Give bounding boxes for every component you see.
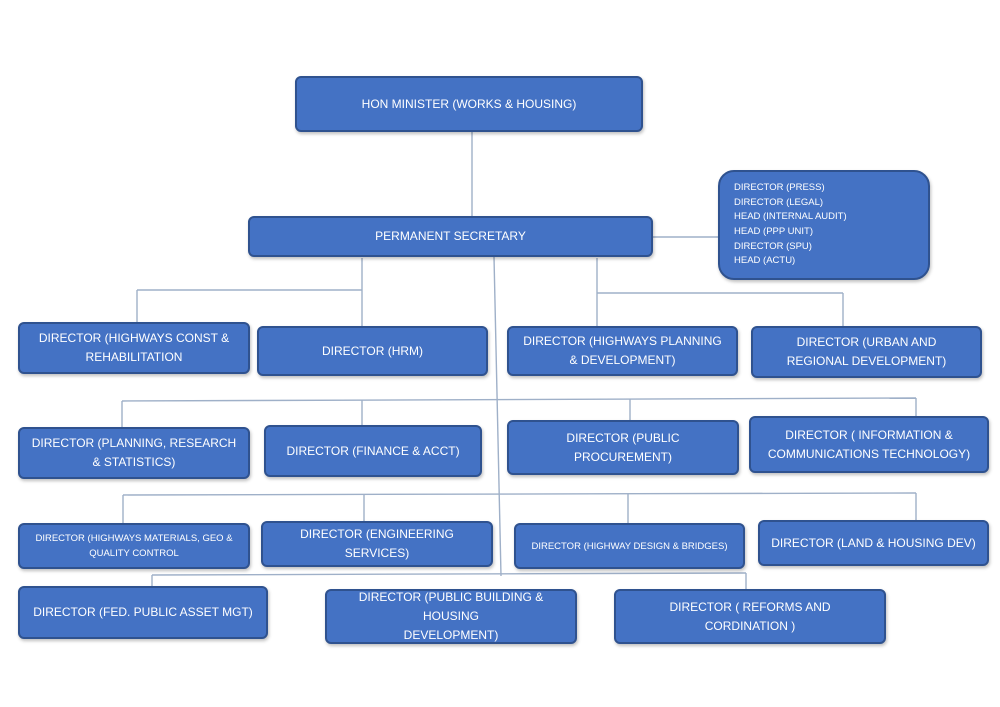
director-label: DIRECTOR (LAND & HOUSING DEV) bbox=[771, 535, 976, 550]
minister-box: HON MINISTER (WORKS & HOUSING) bbox=[295, 76, 643, 132]
director-highways-materials-box: DIRECTOR (HIGHWAYS MATERIALS, GEO & QUAL… bbox=[18, 523, 250, 569]
staff-unit-item: DIRECTOR (SPU) bbox=[734, 240, 812, 252]
director-ict-box: DIRECTOR ( INFORMATION & COMMUNICATIONS … bbox=[749, 416, 989, 473]
minister-label: HON MINISTER (WORKS & HOUSING) bbox=[361, 96, 577, 111]
staff-unit-item: HEAD (PPP UNIT) bbox=[734, 226, 814, 237]
staff-unit-item: DIRECTOR (PRESS) bbox=[734, 182, 825, 194]
director-public-procurement-box: DIRECTOR (PUBLIC PROCUREMENT) bbox=[507, 420, 739, 475]
director-label: DIRECTOR (FINANCE & ACCT) bbox=[286, 443, 460, 458]
director-finance-box: DIRECTOR (FINANCE & ACCT) bbox=[264, 425, 482, 477]
permanent-secretary-box: PERMANENT SECRETARY bbox=[248, 216, 653, 257]
director-label: DIRECTOR ( INFORMATION & COMMUNICATIONS … bbox=[767, 427, 971, 461]
director-label: DIRECTOR (HIGHWAYS MATERIALS, GEO & QUAL… bbox=[35, 533, 233, 559]
staff-units-box: DIRECTOR (PRESS) DIRECTOR (LEGAL) HEAD (… bbox=[718, 170, 930, 280]
director-highways-planning-box: DIRECTOR (HIGHWAYS PLANNING & DEVELOPMEN… bbox=[507, 326, 738, 376]
staff-unit-item: DIRECTOR (LEGAL) bbox=[734, 196, 824, 208]
permanent-secretary-label: PERMANENT SECRETARY bbox=[375, 229, 526, 243]
director-label: DIRECTOR ( REFORMS AND CORDINATION ) bbox=[669, 599, 831, 633]
director-hrm-box: DIRECTOR (HRM) bbox=[257, 326, 488, 376]
director-label: DIRECTOR (HIGHWAY DESIGN & BRIDGES) bbox=[531, 540, 728, 552]
director-label: DIRECTOR (PLANNING, RESEARCH & STATISTIC… bbox=[31, 436, 237, 469]
director-planning-research-box: DIRECTOR (PLANNING, RESEARCH & STATISTIC… bbox=[18, 427, 250, 479]
director-label: DIRECTOR (PUBLIC BUILDING & HOUSING DEVE… bbox=[358, 590, 544, 642]
director-label: DIRECTOR (HIGHWAYS PLANNING & DEVELOPMEN… bbox=[523, 334, 722, 367]
director-urban-regional-box: DIRECTOR (URBAN AND REGIONAL DEVELOPMENT… bbox=[751, 326, 982, 378]
director-public-building-box: DIRECTOR (PUBLIC BUILDING & HOUSING DEVE… bbox=[325, 589, 577, 644]
staff-unit-item: HEAD (ACTU) bbox=[734, 255, 796, 267]
director-label: DIRECTOR (FED. PUBLIC ASSET MGT) bbox=[33, 605, 253, 619]
director-engineering-services-box: DIRECTOR (ENGINEERING SERVICES) bbox=[261, 521, 493, 567]
director-reforms-box: DIRECTOR ( REFORMS AND CORDINATION ) bbox=[614, 589, 886, 644]
director-highways-const-box: DIRECTOR (HIGHWAYS CONST & REHABILITATIO… bbox=[18, 322, 250, 374]
director-land-housing-box: DIRECTOR (LAND & HOUSING DEV) bbox=[758, 520, 989, 566]
director-label: DIRECTOR (HRM) bbox=[321, 343, 424, 358]
director-highway-design-box: DIRECTOR (HIGHWAY DESIGN & BRIDGES) bbox=[514, 523, 745, 569]
director-fed-asset-box: DIRECTOR (FED. PUBLIC ASSET MGT) bbox=[18, 586, 268, 639]
director-label: DIRECTOR (PUBLIC PROCUREMENT) bbox=[566, 430, 680, 464]
director-label: DIRECTOR (ENGINEERING SERVICES) bbox=[300, 527, 454, 560]
director-label: DIRECTOR (URBAN AND REGIONAL DEVELOPMENT… bbox=[786, 335, 947, 368]
staff-unit-item: HEAD (INTERNAL AUDIT) bbox=[734, 211, 847, 223]
director-label: DIRECTOR (HIGHWAYS CONST & REHABILITATIO… bbox=[38, 331, 230, 364]
